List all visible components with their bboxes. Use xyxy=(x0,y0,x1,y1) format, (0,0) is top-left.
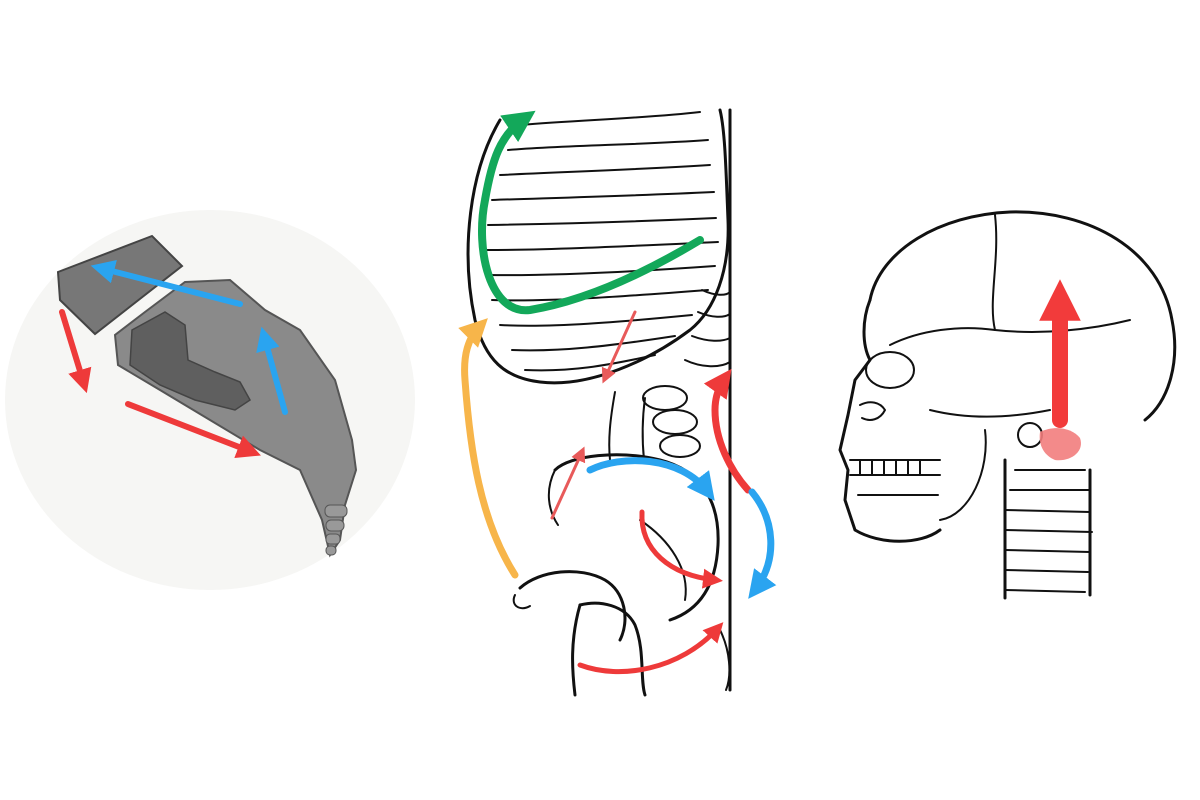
coccyx-segment xyxy=(325,519,345,532)
skeleton-illustration xyxy=(458,108,777,697)
blue-arrow xyxy=(586,457,715,501)
atlas-highlight xyxy=(1039,428,1081,461)
sacrum-panel xyxy=(0,0,420,800)
bone-plate xyxy=(56,234,184,336)
coccyx-segment xyxy=(325,533,341,545)
blue-arrow xyxy=(90,259,243,307)
red-arrow xyxy=(550,446,586,520)
blue-arrow xyxy=(748,488,777,599)
ear-canal xyxy=(1017,422,1043,448)
eye-socket xyxy=(865,351,915,389)
red-arrow xyxy=(125,401,261,458)
red-arrow xyxy=(601,310,637,384)
green-arrow xyxy=(478,110,704,315)
skull xyxy=(838,210,1177,543)
skeleton-panel xyxy=(430,0,790,800)
ribcage xyxy=(466,108,730,385)
skull-illustration xyxy=(838,210,1177,600)
coccyx-segment xyxy=(325,545,337,556)
red-arrow xyxy=(639,509,723,589)
red-arrow xyxy=(577,622,724,675)
sacrum-illustration xyxy=(5,210,415,590)
blue-arrow xyxy=(256,326,288,415)
spine xyxy=(608,108,732,692)
pelvic-cavity xyxy=(129,311,251,411)
red-arrow xyxy=(703,368,752,494)
cervical-spine xyxy=(1003,458,1093,600)
orange-arrow xyxy=(458,318,519,579)
skull-panel xyxy=(800,0,1200,800)
red-arrow xyxy=(59,309,92,394)
coccyx-segment xyxy=(324,504,348,518)
